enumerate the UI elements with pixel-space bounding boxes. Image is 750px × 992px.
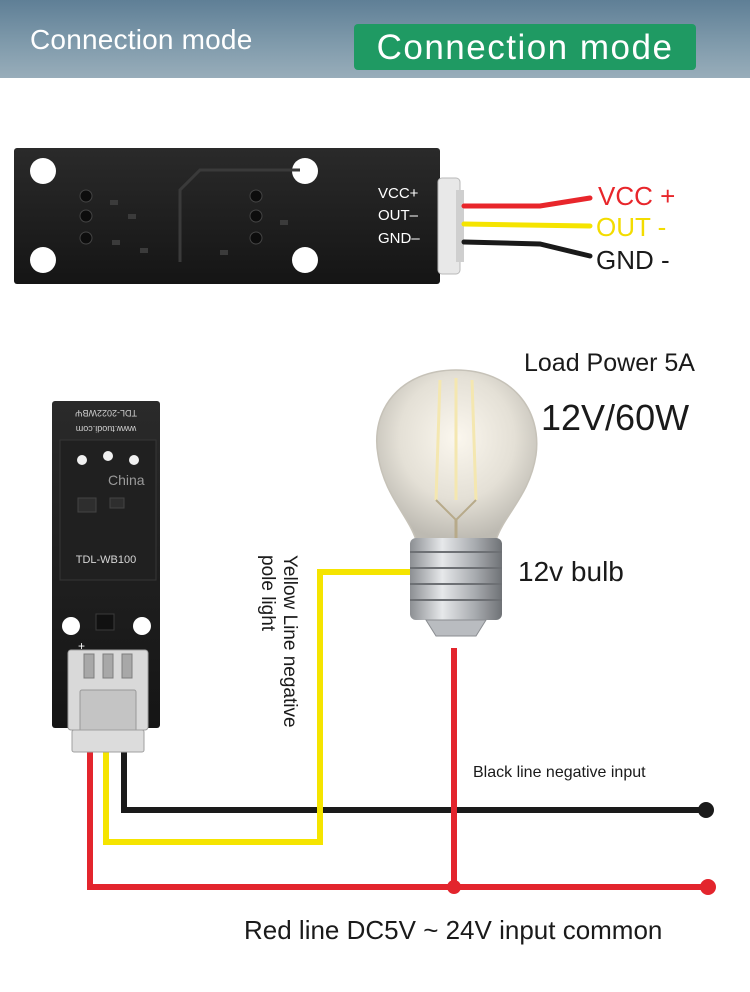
top-module: VCC+ OUT– GND– VCC + OUT - GND - <box>14 148 675 284</box>
header-badge-title: Connection mode <box>376 28 674 67</box>
top-red-wire <box>461 195 593 209</box>
bulb-base <box>410 538 502 620</box>
yellow-line-label-1: Yellow Line negative <box>279 555 300 728</box>
bottom-module: TDL-2022WBΨ www.tuodi.com China TDL-WB10… <box>52 401 160 753</box>
bottom-silk-url: www.tuodi.com <box>76 424 138 434</box>
load-power-label: Load Power 5A <box>524 349 695 377</box>
bulb-name-label: 12v bulb <box>518 556 624 587</box>
header-banner: Connection mode Connection mode <box>0 0 750 78</box>
top-black-wire <box>461 239 593 259</box>
red-wire-junction <box>447 880 461 894</box>
bottom-mount-hole <box>62 617 80 635</box>
black-wire-terminal <box>698 802 714 818</box>
header-title: Connection mode <box>30 24 253 55</box>
yellow-line-label-2: pole light <box>257 555 278 632</box>
top-mount-hole <box>292 158 318 184</box>
bulb-rating-label: 12V/60W <box>541 397 689 438</box>
header-badge: Connection mode <box>354 24 696 70</box>
top-pcb-board <box>14 148 440 284</box>
bottom-model-label: TDL-WB100 <box>76 554 137 566</box>
bottom-plus-mark: + <box>78 639 85 653</box>
top-pin-label: VCC+ <box>378 185 419 202</box>
red-wire-terminal <box>700 879 716 895</box>
bottom-sensor-area <box>59 439 157 581</box>
top-mount-hole <box>30 247 56 273</box>
top-connector-pins <box>456 190 464 262</box>
black-input-wire <box>121 752 706 813</box>
red-line-label: Red line DC5V ~ 24V input common <box>244 915 662 945</box>
bottom-silk-top: TDL-2022WBΨ <box>75 408 137 418</box>
china-mark: China <box>108 472 145 488</box>
top-mount-hole <box>30 158 56 184</box>
top-pin-label: OUT– <box>378 207 419 224</box>
top-pin-label: GND– <box>378 230 420 247</box>
vcc-wire-label: VCC + <box>598 181 675 211</box>
red-common-wire <box>87 752 708 890</box>
bulb-contact <box>425 619 487 637</box>
top-mount-hole <box>292 247 318 273</box>
out-wire-label: OUT - <box>596 212 666 242</box>
gnd-wire-label: GND - <box>596 245 670 275</box>
yellow-line-label: Yellow Line negative pole light <box>257 555 300 733</box>
light-bulb <box>376 369 538 637</box>
black-line-label: Black line negative input <box>473 764 646 781</box>
top-yellow-wire <box>461 221 593 229</box>
yellow-negative-wire <box>103 569 410 845</box>
bottom-mount-hole <box>133 617 151 635</box>
